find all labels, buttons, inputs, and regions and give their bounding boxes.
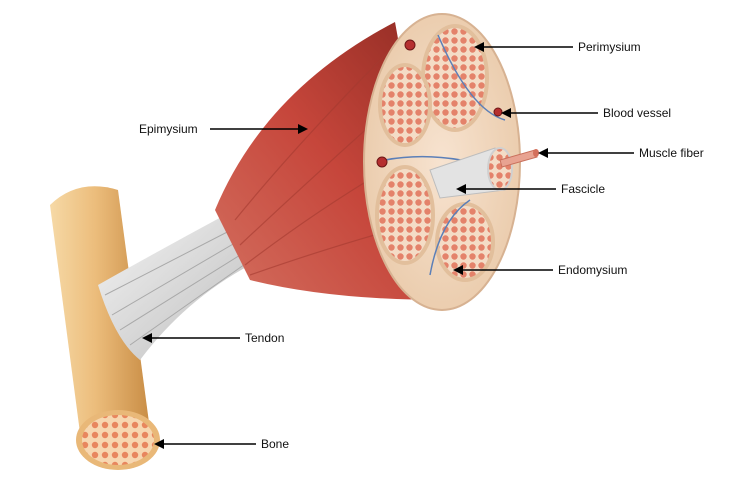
label-fascicle: Fascicle xyxy=(561,182,606,196)
bone-shape xyxy=(50,186,160,470)
label-epimysium: Epimysium xyxy=(139,122,198,136)
label-blood-vessel: Blood vessel xyxy=(603,106,672,120)
fascicle-upper-left xyxy=(378,63,432,147)
label-tendon: Tendon xyxy=(245,331,285,345)
fascicle-top xyxy=(421,24,489,132)
fascicle-bottom xyxy=(435,202,495,282)
muscle-fiber-strand xyxy=(499,149,539,168)
label-endomysium: Endomysium xyxy=(558,263,628,277)
tendon-shape xyxy=(98,215,250,360)
muscle-cross-section xyxy=(363,13,521,311)
label-muscle-fiber: Muscle fiber xyxy=(639,146,704,160)
callout-arrows xyxy=(142,42,634,449)
label-bone: Bone xyxy=(261,437,290,451)
label-perimysium: Perimysium xyxy=(578,40,641,54)
fascicle-lower-left xyxy=(375,165,435,265)
